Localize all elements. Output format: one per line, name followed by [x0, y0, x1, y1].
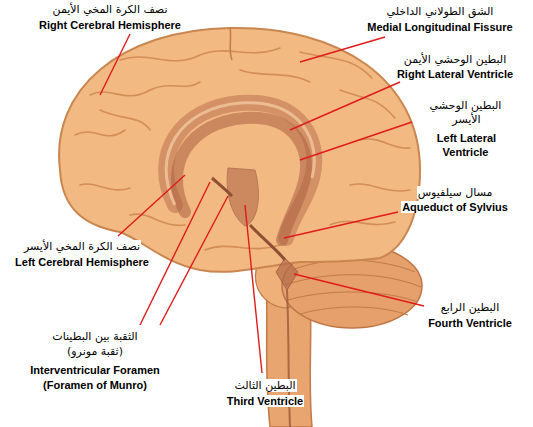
gyri — [75, 48, 410, 250]
leader-line — [160, 196, 228, 325]
label-text: Fourth Ventricle — [427, 317, 513, 329]
label-text: البطين الرابع — [440, 301, 500, 314]
label-text: الشق الطولاني الداخلي — [386, 5, 495, 18]
arabic-label: نصف الكرة المخي الأيسر — [4, 240, 160, 254]
leader-line — [118, 175, 185, 236]
cerebrum — [59, 28, 420, 272]
label-text: البطين الوحشي الأيسر — [430, 99, 503, 126]
leader-line — [294, 274, 424, 306]
label-text: Left Cerebral Hemisphere — [14, 256, 150, 268]
arabic-label: البطين الوحشي الأيسر — [418, 99, 514, 127]
label-text: Right Lateral Ventricle — [396, 68, 514, 80]
english-label: (Foramen of Munro) — [10, 378, 180, 392]
english-label: Left Lateral Ventricle — [416, 131, 516, 159]
label-text: Aqueduct of Sylvius — [401, 201, 509, 213]
label-text: مسال سيلفيوس — [417, 186, 494, 199]
label-text: Third Ventricle — [226, 395, 304, 407]
label-text: Medial Longitudinal Fissure — [366, 21, 513, 33]
english-label: Aqueduct of Sylvius — [385, 200, 525, 214]
label-text: البطين الوحشي الأيمن — [403, 53, 507, 66]
leader-lines — [100, 34, 424, 373]
longitudinal-fissure — [230, 28, 232, 60]
cerebellum-folia — [285, 260, 421, 315]
arabic-label: البطين الرابع — [415, 301, 525, 315]
leader-line — [100, 34, 130, 95]
label-text: نصف الكرة المخي الأيمن — [52, 3, 169, 16]
label-text: Interventricular Foramen — [29, 364, 161, 376]
english-label: Fourth Ventricle — [415, 316, 525, 330]
english-label: Right Lateral Ventricle — [380, 67, 530, 81]
english-label: Medial Longitudinal Fissure — [352, 20, 528, 34]
arabic-label: البطين الثالث — [205, 379, 325, 393]
english-label: Third Ventricle — [205, 394, 325, 408]
label-text: (Foramen of Munro) — [42, 379, 148, 391]
label-text: الثقبة بين البطينات — [51, 330, 138, 343]
leader-line — [284, 212, 398, 238]
arabic-label: مسال سيلفيوس — [385, 186, 525, 200]
label-text: Left Lateral Ventricle — [436, 132, 496, 158]
arabic-label: الثقبة بين البطينات — [15, 330, 175, 344]
arabic-label: البطين الوحشي الأيمن — [380, 53, 530, 67]
label-text: (ثقبة مونرو) — [66, 345, 124, 358]
cerebral-aqueduct — [250, 225, 285, 260]
label-text: نصف الكرة المخي الأيسر — [23, 240, 141, 253]
ventricle-system — [166, 103, 314, 427]
english-label: Interventricular Foramen — [10, 363, 180, 377]
leader-line — [290, 82, 400, 130]
arabic-label: نصف الكرة المخي الأيمن — [20, 3, 200, 17]
leader-line — [300, 122, 412, 160]
interventricular-foramen — [212, 178, 232, 196]
leader-line — [140, 182, 210, 325]
third-ventricle — [227, 168, 258, 226]
label-text: Right Cerebral Hemisphere — [38, 19, 182, 31]
arabic-label: (ثقبة مونرو) — [15, 345, 175, 359]
arabic-label: الشق الطولاني الداخلي — [355, 5, 525, 19]
leader-line — [245, 205, 262, 373]
label-text: البطين الثالث — [233, 379, 296, 392]
leader-line — [300, 37, 385, 62]
english-label: Left Cerebral Hemisphere — [4, 255, 160, 269]
english-label: Right Cerebral Hemisphere — [15, 18, 205, 32]
lateral-ventricle-left — [177, 118, 306, 240]
